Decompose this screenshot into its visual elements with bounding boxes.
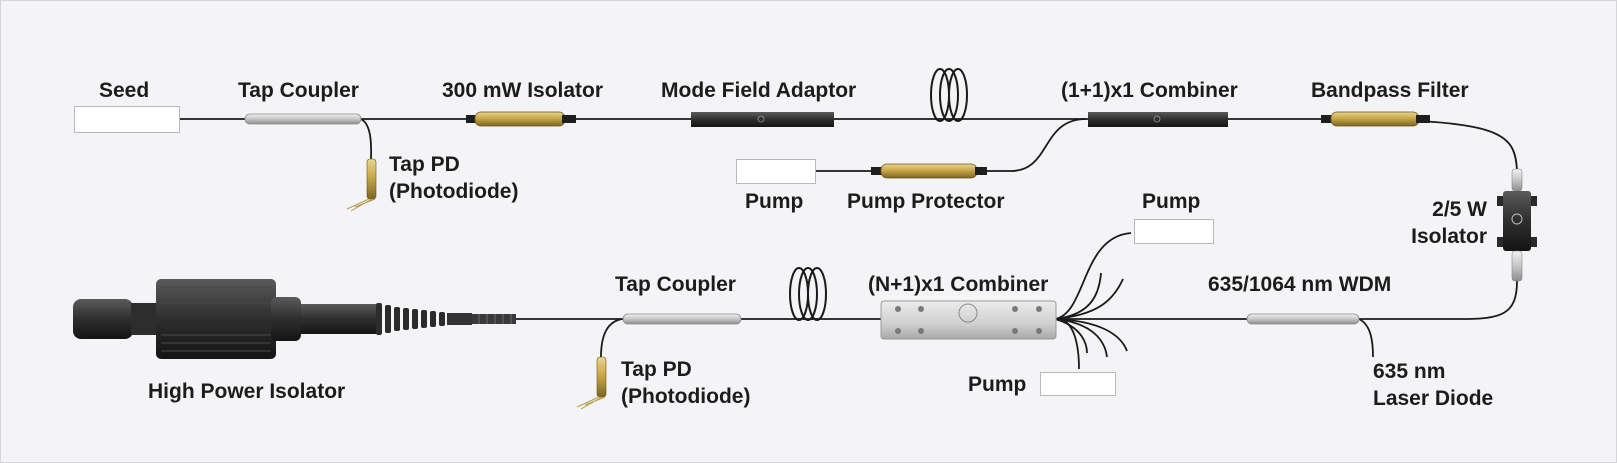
- label-tap-pd-bottom: Tap PD (Photodiode): [621, 356, 750, 410]
- fiber-fan-4: [1054, 318, 1108, 358]
- label-tap-pd-bottom-line2: (Photodiode): [621, 385, 751, 408]
- label-combiner-n-1: (N+1)x1 Combiner: [868, 273, 1049, 296]
- fiber-pump-bottom: [1054, 318, 1080, 370]
- fiber-pump-top: [1054, 232, 1132, 320]
- pump-port-box-top: [736, 159, 816, 184]
- label-tap-pd-top: Tap PD (Photodiode): [389, 151, 518, 205]
- label-laser-diode: 635 nm Laser Diode: [1373, 358, 1493, 412]
- label-seed: Seed: [99, 79, 150, 102]
- pump-protector: [871, 163, 987, 179]
- fiber-tap-pd-top: [360, 118, 373, 162]
- label-wdm: 635/1064 nm WDM: [1208, 273, 1392, 296]
- label-high-power-isolator: High Power Isolator: [148, 380, 346, 403]
- label-combiner-1-1: (1+1)x1 Combiner: [1061, 79, 1238, 102]
- label-pump-protector: Pump Protector: [847, 190, 1005, 213]
- label-tap-pd-bottom-line1: Tap PD: [621, 358, 692, 381]
- fiber-fan-3: [1054, 318, 1128, 352]
- label-tap-pd-top-line2: (Photodiode): [389, 180, 519, 203]
- high-power-isolator: [73, 279, 516, 359]
- fiber-bottom-main: [516, 280, 1518, 320]
- label-mode-field-adaptor: Mode Field Adaptor: [661, 79, 857, 102]
- label-laser-diode-line1: 635 nm: [1373, 360, 1446, 383]
- label-tap-pd-top-line1: Tap PD: [389, 153, 460, 176]
- label-pump-bottom-upper: Pump: [1142, 190, 1201, 213]
- isolator-300mw: [466, 111, 576, 127]
- fiber-coil-top: [930, 68, 968, 122]
- bandpass-filter: [1321, 111, 1430, 127]
- fiber-pump-branch: [813, 118, 1087, 172]
- pump-port-box-bottom-upper: [1134, 219, 1214, 244]
- combiner-1-1: [1088, 112, 1228, 127]
- fiber-top-main: [179, 118, 1518, 172]
- label-isolator-300mw: 300 mW Isolator: [442, 79, 604, 102]
- label-isolator-2-5w: 2/5 W Isolator: [1399, 196, 1487, 250]
- wdm-635-1064: [1246, 313, 1360, 325]
- combiner-n-1: [880, 300, 1057, 340]
- fiber-laser-diode: [1358, 318, 1374, 358]
- label-pump-top: Pump: [745, 190, 804, 213]
- tap-coupler-top: [244, 113, 362, 125]
- mode-field-adaptor: [691, 112, 834, 127]
- label-bandpass-filter: Bandpass Filter: [1311, 79, 1469, 102]
- label-isolator-2-5w-line2: Isolator: [1411, 225, 1487, 248]
- fiber-fan-5: [1054, 318, 1088, 354]
- label-laser-diode-line2: Laser Diode: [1373, 387, 1494, 410]
- tap-coupler-bottom: [622, 313, 742, 325]
- label-tap-coupler-top: Tap Coupler: [238, 79, 359, 102]
- label-tap-coupler-bottom: Tap Coupler: [615, 273, 736, 296]
- label-pump-bottom-lower: Pump: [968, 373, 1027, 396]
- pump-port-box-bottom-lower: [1040, 372, 1116, 396]
- fiber-coil-bottom: [789, 267, 827, 321]
- tap-pd-top-photodiode: [346, 158, 377, 212]
- tap-pd-bottom-photodiode: [576, 356, 607, 410]
- isolator-2-5w: [1497, 168, 1537, 282]
- fiber-fan-2: [1054, 272, 1102, 320]
- label-isolator-2-5w-line1: 2/5 W: [1432, 198, 1487, 221]
- seed-port-box: [74, 106, 180, 133]
- fiber-tap-pd-bottom: [600, 318, 624, 358]
